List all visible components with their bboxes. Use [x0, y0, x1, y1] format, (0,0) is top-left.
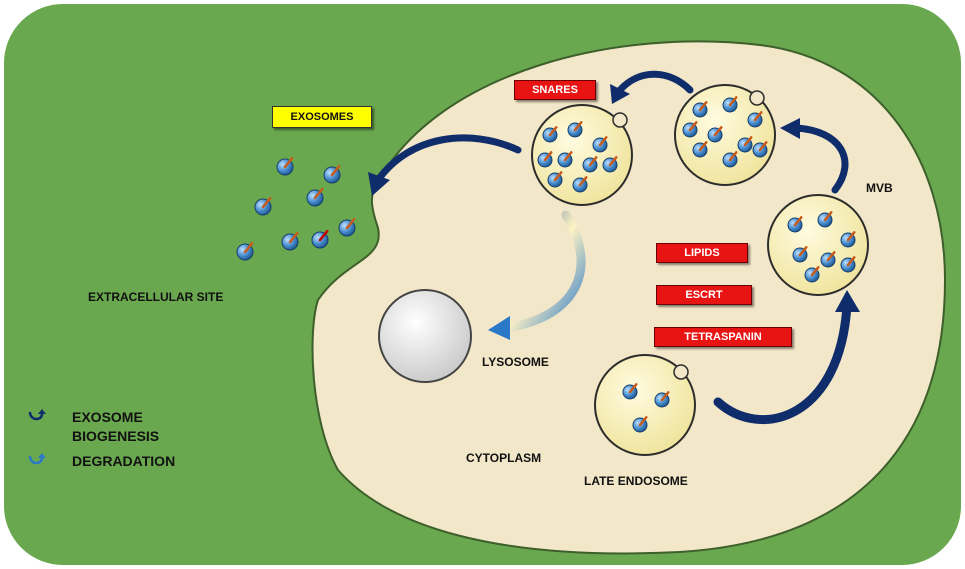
cytoplasm-label: CYTOPLASM [466, 451, 542, 465]
exosome-vesicle [338, 217, 356, 237]
intraluminal-vesicle [622, 383, 638, 400]
degradation-arrowhead [488, 316, 510, 340]
exosomes-tag: EXOSOMES [272, 106, 372, 128]
intraluminal-vesicle [592, 136, 608, 153]
lysosome-label: LYSOSOME [482, 355, 549, 369]
lipids-tag: LIPIDS [656, 243, 748, 263]
legend-biogenesis-line1: EXOSOME [72, 409, 143, 425]
intraluminal-vesicle [567, 121, 583, 138]
biogenesis-arrow-mvb-up [791, 124, 849, 194]
legend-degradation: DEGRADATION [72, 453, 176, 469]
cell-body [311, 40, 947, 555]
intraluminal-vesicle [572, 176, 588, 193]
biogenesis-arrowhead-4 [368, 172, 390, 196]
intraluminal-vesicle [542, 126, 558, 143]
biogenesis-arrow-endosome-to-mvb [713, 300, 852, 424]
tetraspanin-tag: TETRASPANIN [654, 327, 792, 347]
exosome-vesicle [306, 187, 324, 207]
biogenesis-arrowhead-1 [835, 290, 860, 312]
late-endosome-label: LATE ENDOSOME [584, 474, 688, 488]
intraluminal-vesicle [654, 391, 670, 408]
intraluminal-vesicle [792, 246, 808, 263]
intraluminal-vesicle [804, 266, 820, 283]
escrt-tag: ESCRT [656, 285, 752, 305]
degradation-arrow [500, 210, 586, 333]
biogenesis-legend-icon [28, 409, 46, 421]
mvb-label: MVB [866, 181, 893, 195]
lysosome [378, 289, 472, 383]
intraluminal-vesicle [692, 101, 708, 118]
mvb-top-indent [749, 90, 765, 106]
intraluminal-vesicle [817, 211, 833, 228]
biogenesis-arrowhead-2 [780, 118, 800, 139]
exosome-vesicle [236, 241, 254, 261]
exosome-vesicle [254, 196, 272, 216]
intraluminal-vesicle [722, 96, 738, 113]
extracellular-site-label: EXTRACELLULAR SITE [88, 290, 224, 304]
exosome-vesicle [281, 231, 299, 251]
exosome-vesicle [323, 164, 341, 184]
intraluminal-vesicle [722, 151, 738, 168]
late-endosome [594, 354, 696, 456]
intraluminal-vesicle [840, 231, 856, 248]
intraluminal-vesicle [602, 156, 618, 173]
intraluminal-vesicle [547, 171, 563, 188]
intraluminal-vesicle [747, 111, 763, 128]
intraluminal-vesicle [557, 151, 573, 168]
intraluminal-vesicle [787, 216, 803, 233]
snares-tag: SNARES [514, 80, 596, 100]
exosome-vesicle [311, 229, 329, 249]
intraluminal-vesicle [752, 141, 768, 158]
legend-biogenesis-line2: BIOGENESIS [72, 428, 160, 444]
exosome-vesicle [276, 156, 294, 176]
biogenesis-arrowhead-3 [610, 84, 630, 104]
intraluminal-vesicle [707, 126, 723, 143]
biogenesis-arrow-to-membrane [374, 134, 522, 184]
intraluminal-vesicle [582, 156, 598, 173]
intraluminal-vesicle [692, 141, 708, 158]
biogenesis-arrow-top [616, 70, 694, 94]
intraluminal-vesicle [632, 416, 648, 433]
intraluminal-vesicle [682, 121, 698, 138]
late-endosome-indent [673, 364, 689, 380]
intraluminal-vesicle [840, 256, 856, 273]
degradation-legend-icon [28, 453, 46, 465]
intraluminal-vesicle [737, 136, 753, 153]
mvb-snares-indent [612, 112, 628, 128]
intraluminal-vesicle [820, 251, 836, 268]
intraluminal-vesicle [537, 151, 553, 168]
vesicle-group [236, 96, 856, 433]
